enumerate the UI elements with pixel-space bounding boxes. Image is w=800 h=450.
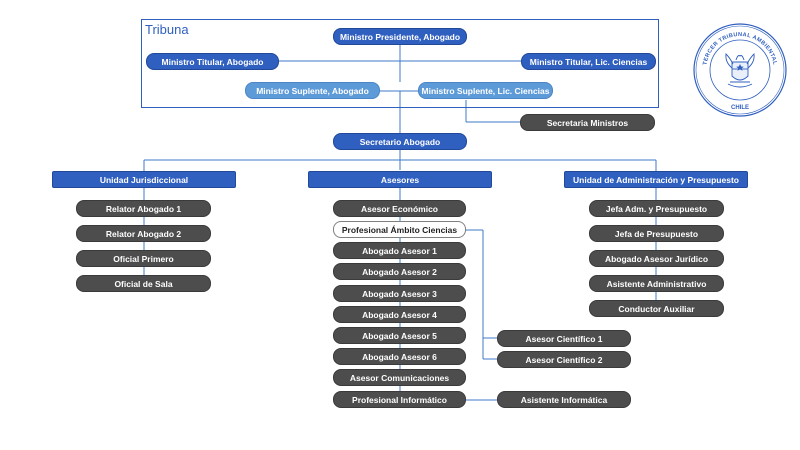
unit-asesores-header[interactable]: Asesores — [308, 171, 492, 188]
node-asesor-cientifico-2[interactable]: Asesor Científico 2 — [497, 351, 631, 368]
node-abogado-asesor-juridico[interactable]: Abogado Asesor Jurídico — [589, 250, 724, 267]
unit-jurisdiccional-header[interactable]: Unidad Jurisdiccional — [52, 171, 236, 188]
tribuna-frame — [141, 19, 659, 108]
node-jefa-de-presupuesto[interactable]: Jefa de Presupuesto — [589, 225, 724, 242]
node-asistente-administrativo[interactable]: Asistente Administrativo — [589, 275, 724, 292]
node-ministro-suplente-ciencias[interactable]: Ministro Suplente, Lic. Ciencias — [418, 82, 553, 99]
node-profesional-ambito-ciencias[interactable]: Profesional Ámbito Ciencias — [333, 221, 466, 238]
node-asistente-informatica[interactable]: Asistente Informática — [497, 391, 631, 408]
node-ministro-titular-ciencias[interactable]: Ministro Titular, Lic. Ciencias — [521, 53, 656, 70]
node-jefa-adm-presupuesto[interactable]: Jefa Adm. y Presupuesto — [589, 200, 724, 217]
node-relator-abogado-1[interactable]: Relator Abogado 1 — [76, 200, 211, 217]
node-abogado-asesor-6[interactable]: Abogado Asesor 6 — [333, 348, 466, 365]
svg-text:CHILE: CHILE — [731, 105, 749, 111]
node-oficial-de-sala[interactable]: Oficial de Sala — [76, 275, 211, 292]
node-profesional-informatico[interactable]: Profesional Informático — [333, 391, 466, 408]
node-asesor-cientifico-1[interactable]: Asesor Científico 1 — [497, 330, 631, 347]
node-conductor-auxiliar[interactable]: Conductor Auxiliar — [589, 300, 724, 317]
node-ministro-titular-abogado[interactable]: Ministro Titular, Abogado — [146, 53, 279, 70]
node-asesor-comunicaciones[interactable]: Asesor Comunicaciones — [333, 369, 466, 386]
node-abogado-asesor-1[interactable]: Abogado Asesor 1 — [333, 242, 466, 259]
node-ministro-suplente-abogado[interactable]: Ministro Suplente, Abogado — [245, 82, 380, 99]
node-secretaria-ministros[interactable]: Secretaria Ministros — [520, 114, 655, 131]
node-abogado-asesor-4[interactable]: Abogado Asesor 4 — [333, 306, 466, 323]
node-relator-abogado-2[interactable]: Relator Abogado 2 — [76, 225, 211, 242]
unit-administracion-header[interactable]: Unidad de Administración y Presupuesto — [564, 171, 748, 188]
node-asesor-economico[interactable]: Asesor Económico — [333, 200, 466, 217]
node-abogado-asesor-3[interactable]: Abogado Asesor 3 — [333, 285, 466, 302]
node-abogado-asesor-2[interactable]: Abogado Asesor 2 — [333, 263, 466, 280]
tribuna-title: Tribuna — [145, 22, 189, 37]
node-abogado-asesor-5[interactable]: Abogado Asesor 5 — [333, 327, 466, 344]
tribunal-seal-logo: TERCER TRIBUNAL AMBIENTAL CHILE — [693, 23, 787, 117]
node-oficial-primero[interactable]: Oficial Primero — [76, 250, 211, 267]
node-ministro-presidente[interactable]: Ministro Presidente, Abogado — [333, 28, 467, 45]
node-secretario-abogado[interactable]: Secretario Abogado — [333, 133, 467, 150]
